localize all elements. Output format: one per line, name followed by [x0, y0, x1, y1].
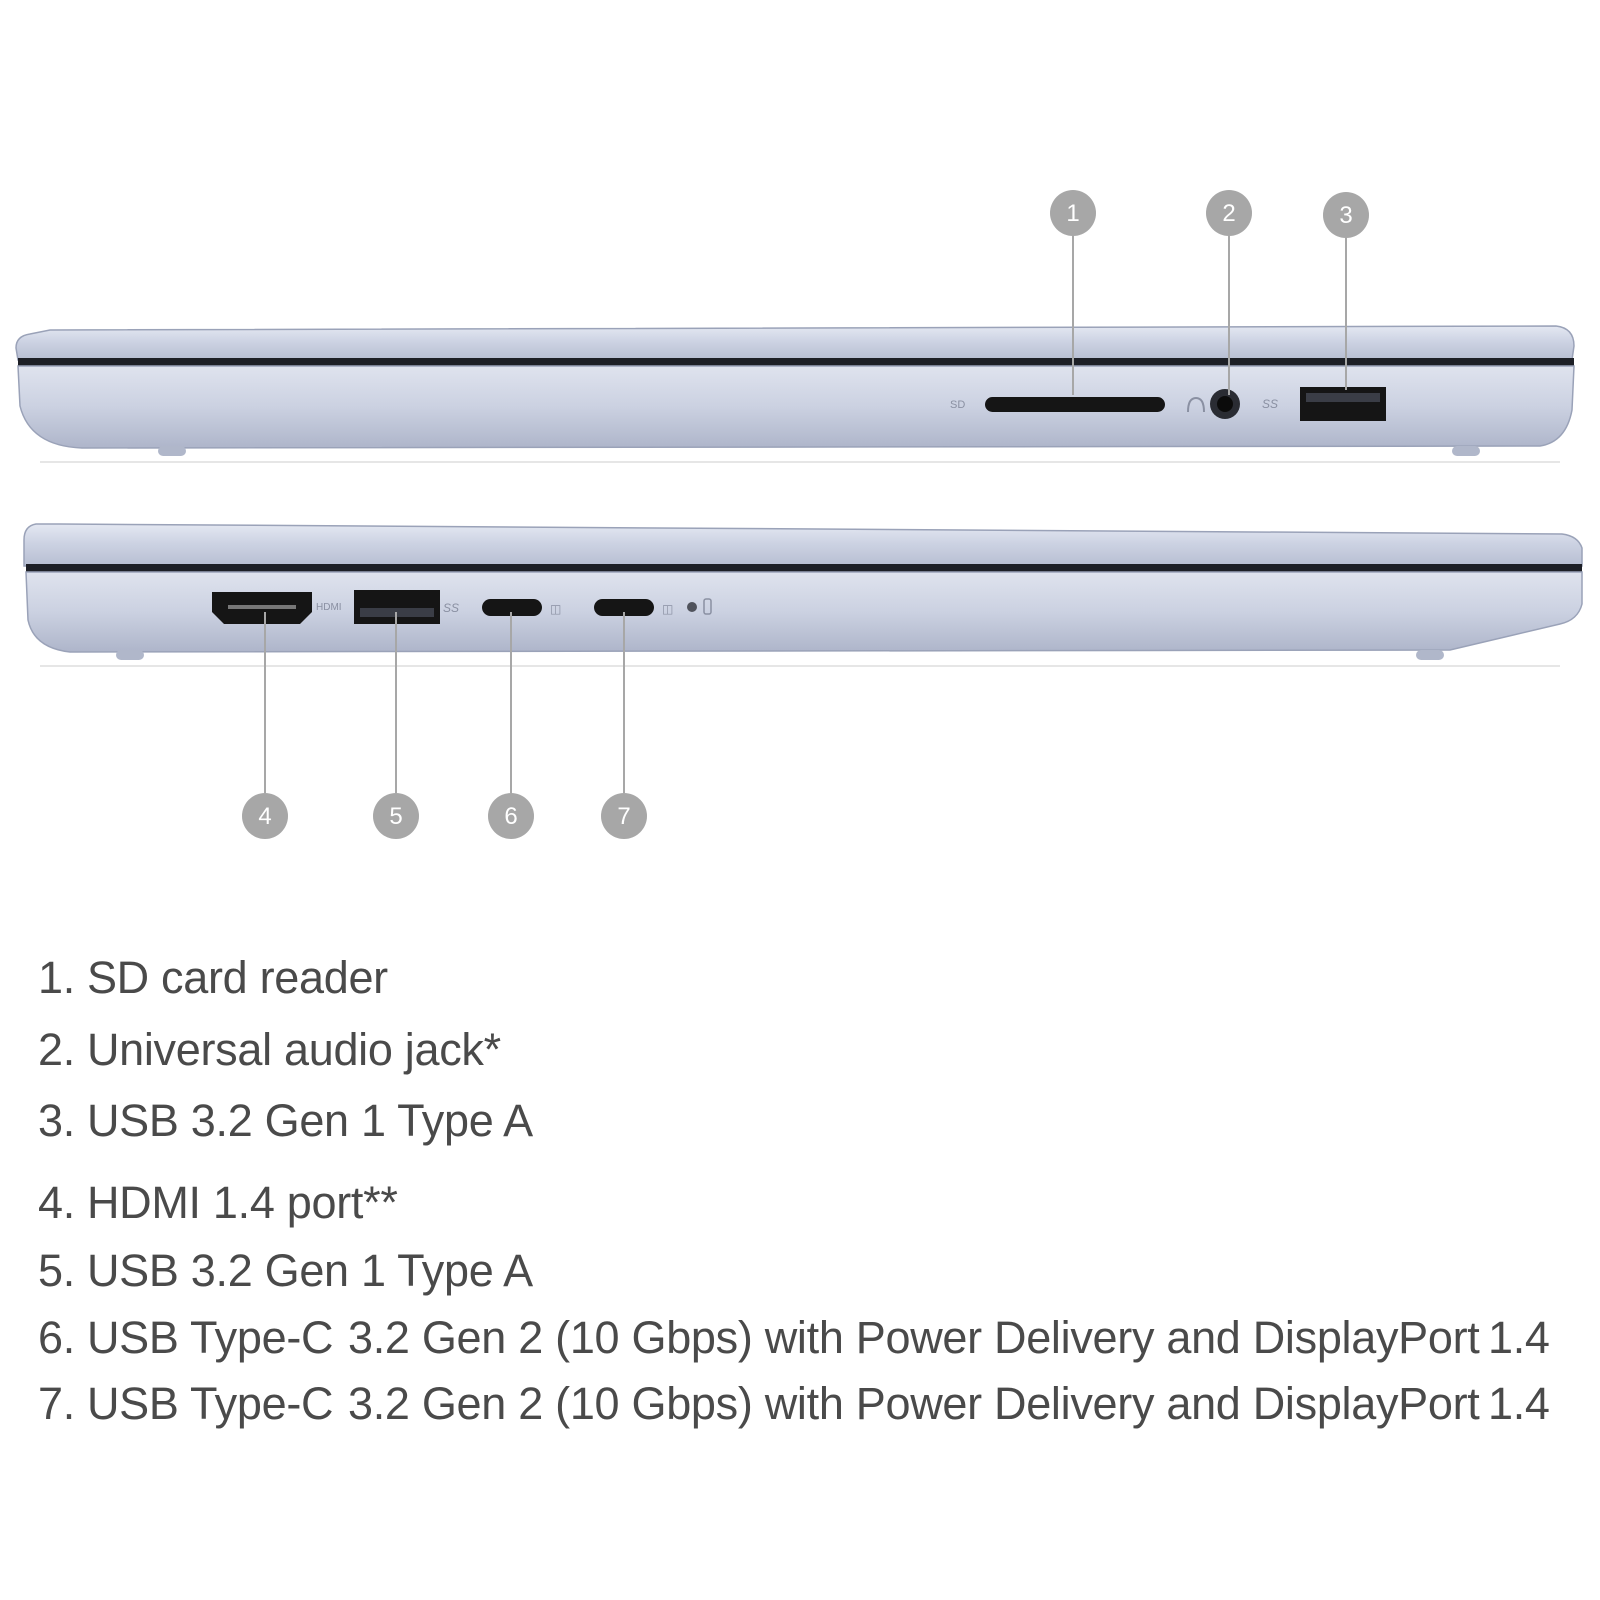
legend-item-6: 6.USB Type-C 3.2 Gen 2 (10 Gbps) with Po…	[38, 1312, 1550, 1364]
callout-2: 2	[1206, 190, 1252, 236]
callout-label: 2	[1222, 200, 1235, 227]
battery-icon	[703, 598, 712, 615]
hdmi-contacts	[228, 605, 296, 609]
callout-circle	[601, 793, 647, 839]
legend-text: Universal audio jack*	[86, 1024, 501, 1075]
callout-circle	[1050, 190, 1096, 236]
laptop-right-side: SD SS	[15, 325, 1575, 463]
legend-item-5: 5.USB 3.2 Gen 1 Type A	[38, 1245, 533, 1297]
legend-number: 5.	[38, 1245, 75, 1296]
ss-marking-left: SS	[443, 601, 459, 615]
foot-left-1	[116, 650, 144, 660]
callout-circle	[373, 793, 419, 839]
legend-number: 1.	[38, 952, 75, 1003]
legend-number: 4.	[38, 1177, 75, 1228]
sd-marking: SD	[950, 399, 965, 411]
callout-label: 6	[504, 803, 517, 830]
lid-right	[15, 325, 1575, 361]
callout-label: 5	[389, 803, 402, 830]
callout-label: 1	[1066, 200, 1079, 227]
legend-text: USB Type-C	[86, 1378, 334, 1429]
lid-seam-left	[26, 564, 1582, 572]
callout-label: 7	[617, 803, 630, 830]
legend-item-4: 4.HDMI 1.4 port**	[38, 1177, 398, 1229]
legend-text: SD card reader	[86, 952, 388, 1003]
legend-text: USB 3.2 Gen 1 Type A	[86, 1245, 533, 1296]
callout-7: 7	[601, 793, 647, 839]
lid-left	[23, 523, 1583, 567]
legend-version: 1.4	[1488, 1312, 1550, 1363]
legend-item-3: 3.USB 3.2 Gen 1 Type A	[38, 1095, 533, 1147]
laptop-ports-diagram: SD SS HDMI SS ◫ ◫	[15, 190, 1583, 839]
legend-spec: 3.2 Gen 2 (10 Gbps) with Power Delivery …	[348, 1378, 1480, 1429]
legend-number: 6.	[38, 1312, 75, 1363]
usb-a-port-right	[1300, 387, 1386, 421]
base-right	[17, 365, 1575, 449]
dp-icon-1: ◫	[550, 602, 561, 616]
callout-circle	[1206, 190, 1252, 236]
usb-c-port-2	[594, 599, 654, 616]
headphone-icon	[1187, 396, 1205, 413]
callout-5: 5	[373, 793, 419, 839]
callout-circle	[488, 793, 534, 839]
foot-right-2	[1452, 446, 1480, 456]
callout-label: 4	[258, 803, 271, 830]
callout-circle	[242, 793, 288, 839]
callout-lines	[264, 236, 1347, 793]
legend-number: 7.	[38, 1378, 75, 1429]
callout-1: 1	[1050, 190, 1096, 236]
legend-spec: 3.2 Gen 2 (10 Gbps) with Power Delivery …	[348, 1312, 1480, 1363]
sd-card-slot	[985, 397, 1165, 412]
ss-marking-right: SS	[1262, 397, 1278, 411]
legend-text: USB Type-C	[86, 1312, 334, 1363]
legend-item-2: 2.Universal audio jack*	[38, 1024, 501, 1076]
callout-6: 6	[488, 793, 534, 839]
lid-seam-right	[18, 358, 1574, 366]
foot-right-1	[158, 446, 186, 456]
legend-version: 1.4	[1488, 1378, 1550, 1429]
dp-icon-2: ◫	[662, 602, 673, 616]
callout-circle	[1323, 192, 1369, 238]
status-led	[687, 602, 697, 612]
audio-jack-hole	[1217, 396, 1233, 412]
usb-a-tongue-right	[1306, 393, 1380, 402]
laptop-left-side: HDMI SS ◫ ◫	[23, 523, 1583, 667]
legend-text: HDMI 1.4 port**	[86, 1177, 398, 1228]
usb-c-port-1	[482, 599, 542, 616]
legend-item-1: 1.SD card reader	[38, 952, 388, 1004]
legend-number: 2.	[38, 1024, 75, 1075]
foot-left-2	[1416, 650, 1444, 660]
legend-number: 3.	[38, 1095, 75, 1146]
callout-3: 3	[1323, 192, 1369, 238]
callout-4: 4	[242, 793, 288, 839]
legend-item-7: 7.USB Type-C 3.2 Gen 2 (10 Gbps) with Po…	[38, 1378, 1550, 1430]
hdmi-marking: HDMI	[316, 602, 342, 613]
callout-label: 3	[1339, 202, 1352, 229]
legend-text: USB 3.2 Gen 1 Type A	[86, 1095, 533, 1146]
